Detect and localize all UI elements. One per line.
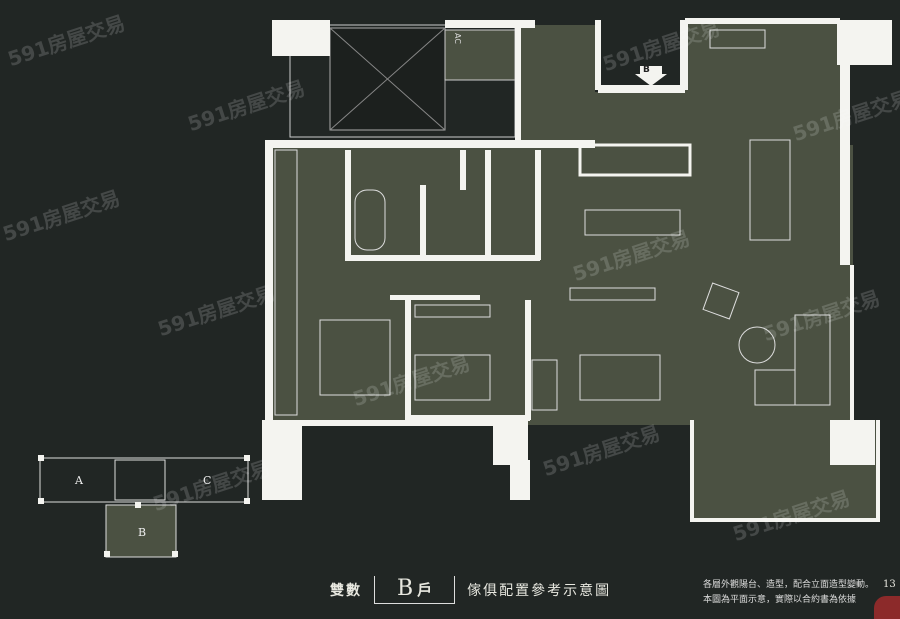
armchair (702, 282, 740, 320)
entrance-label: B (643, 65, 650, 75)
floor-area (268, 22, 880, 520)
seal-decoration (874, 596, 900, 619)
furniture (274, 29, 831, 416)
bed-master (319, 319, 391, 396)
note-line: 各層外觀陽台、造型，配合立面造型變動。 (703, 580, 875, 590)
key-plan (38, 455, 250, 558)
dining-table (749, 139, 791, 241)
bed-2 (414, 354, 491, 401)
note-line: 本圖為平面示意，實際以合約書為依據 (703, 595, 857, 605)
caption-prefix: 雙數 (330, 583, 362, 599)
key-plan-unit-a: A (75, 474, 83, 487)
bed-3 (579, 354, 661, 401)
notes: 各層外觀陽台、造型，配合立面造型變動。 本圖為平面示意，實際以合約書為依據 (703, 578, 874, 608)
piano (709, 29, 766, 49)
sofa (794, 314, 831, 406)
unit-suffix: 戶 (417, 581, 433, 599)
ac-label: AC (452, 33, 462, 44)
walls (262, 18, 892, 522)
caption-title: 傢俱配置參考示意圖 (467, 583, 612, 599)
key-plan-unit-b: B (138, 526, 147, 539)
kitchen-island (584, 209, 681, 236)
coffee-table (738, 326, 776, 364)
unit-letter: B (397, 576, 414, 601)
ac-platform (444, 29, 516, 81)
bathtub (354, 189, 386, 251)
entrance-arrow-icon (635, 66, 667, 86)
key-plan-unit-c: C (203, 474, 212, 487)
page-number: 13 (883, 579, 896, 590)
